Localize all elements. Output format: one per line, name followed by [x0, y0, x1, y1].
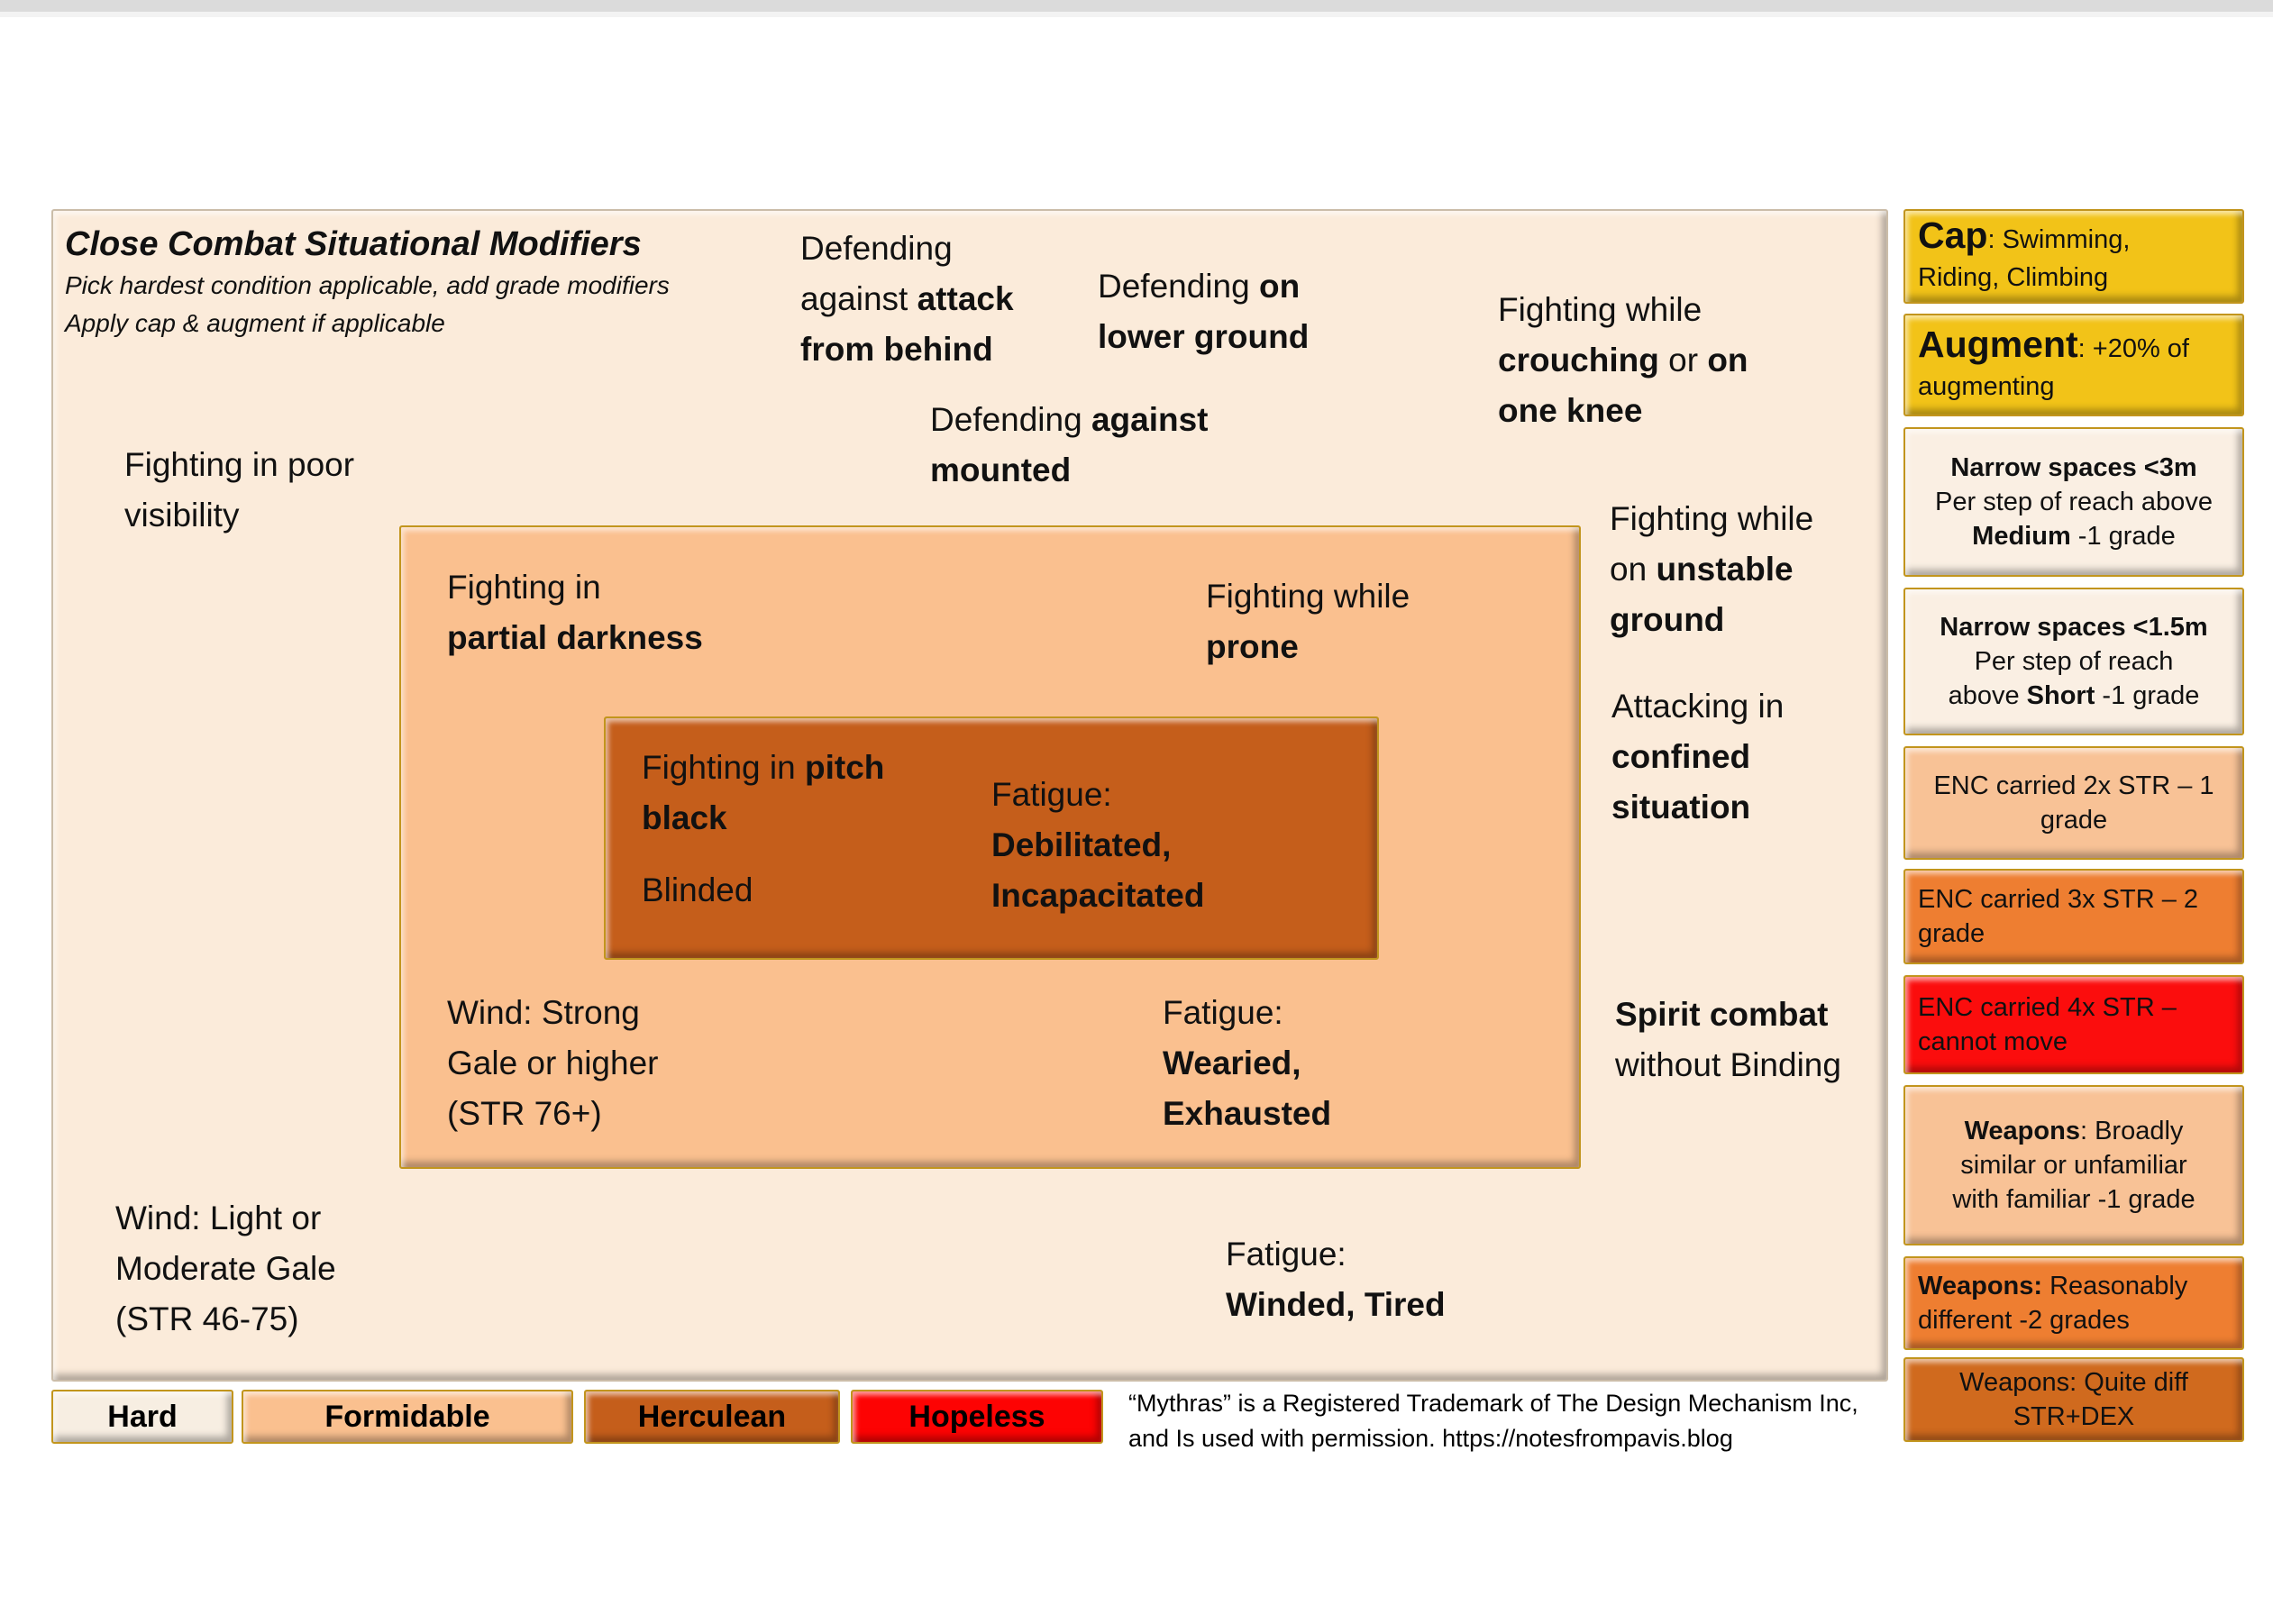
legend-herculean: Herculean: [584, 1390, 840, 1444]
title-subtitle-2: Apply cap & augment if applicable: [65, 309, 445, 337]
label-blinded: Blinded: [642, 871, 753, 908]
window-top-strip: [0, 0, 2273, 12]
label-fatigue-winded-tired: Fatigue:Winded, Tired: [1226, 1236, 1446, 1323]
legend-hopeless: Hopeless: [851, 1390, 1103, 1444]
herculean-zone-panel: [604, 716, 1379, 960]
legend-hard: Hard: [51, 1390, 233, 1444]
title-subtitle-1: Pick hardest condition applicable, add g…: [65, 271, 670, 299]
trademark-line-2: and Is used with permission. https://not…: [1128, 1425, 1733, 1452]
label-fatigue-debilitated-incapacitated: Fatigue:Debilitated,Incapacitated: [991, 776, 1205, 914]
label-fatigue-wearied-exhausted: Fatigue:Wearied,Exhausted: [1163, 994, 1332, 1132]
sidebar-card-enc-4x-str: ENC carried 4x STR –cannot move: [1903, 975, 2244, 1074]
title-block: Close Combat Situational Modifiers Pick …: [65, 222, 670, 342]
trademark-note: “Mythras” is a Registered Trademark of T…: [1128, 1386, 1903, 1456]
trademark-line-1: “Mythras” is a Registered Trademark of T…: [1128, 1390, 1858, 1417]
sidebar-card-cap: Cap: Swimming,Riding, Climbing: [1903, 209, 2244, 304]
page-title: Close Combat Situational Modifiers: [65, 225, 642, 263]
legend-formidable: Formidable: [242, 1390, 573, 1444]
window-top-strip-shadow: [0, 12, 2273, 17]
